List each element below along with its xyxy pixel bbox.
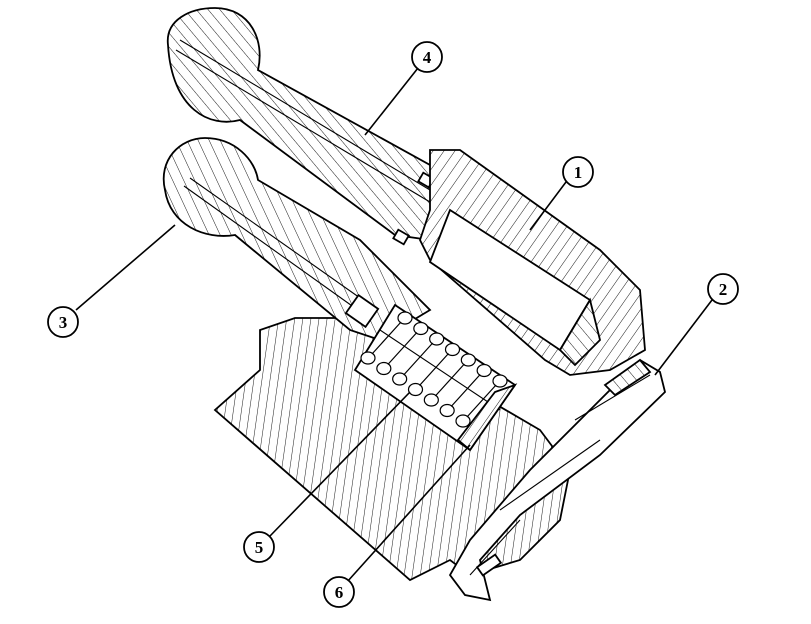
spring-coil xyxy=(423,393,439,407)
callout-5: 5 xyxy=(243,531,275,563)
spring-wire xyxy=(450,374,481,407)
spring-coil xyxy=(439,403,455,418)
leader-2 xyxy=(654,299,713,376)
spring-coil xyxy=(460,353,476,367)
leader-3 xyxy=(75,224,176,311)
svg-text:1: 1 xyxy=(574,163,583,182)
spring-coil xyxy=(413,321,429,336)
retainer-part-6 xyxy=(456,383,518,452)
spring-wire xyxy=(371,321,402,355)
spring-wire xyxy=(434,363,465,397)
callout-3: 3 xyxy=(47,306,79,338)
spring-coil xyxy=(360,351,376,365)
cover-plate-part-2 xyxy=(448,358,666,602)
spring-assembly xyxy=(353,303,518,452)
spring-coil xyxy=(429,332,445,346)
coil-spring-part-5 xyxy=(360,311,508,428)
spring-coil xyxy=(492,374,508,388)
callout-2: 2 xyxy=(707,273,739,305)
svg-text:2: 2 xyxy=(719,280,728,299)
spring-coil xyxy=(476,363,492,378)
leader-4 xyxy=(364,67,419,136)
spring-wire xyxy=(387,332,418,365)
callout-4: 4 xyxy=(411,41,443,73)
callout-1: 1 xyxy=(562,156,594,188)
lever-part-3 xyxy=(162,137,432,341)
spring-wire xyxy=(403,342,434,376)
spring-wire xyxy=(419,353,449,386)
leader-1 xyxy=(529,181,567,231)
callout-6: 6 xyxy=(323,576,355,608)
svg-text:4: 4 xyxy=(423,48,432,67)
spring-coil xyxy=(455,414,471,428)
leader-5 xyxy=(269,391,411,537)
svg-text:6: 6 xyxy=(335,583,344,602)
spring-coil xyxy=(407,382,424,397)
housing-part-1 xyxy=(419,149,646,376)
spring-coil xyxy=(392,372,408,386)
spring-wire xyxy=(466,384,497,418)
spring-coil xyxy=(376,361,392,376)
svg-text:5: 5 xyxy=(255,538,264,557)
plunger-tip xyxy=(344,293,380,329)
spring-coil xyxy=(397,311,413,325)
spring-coil xyxy=(444,342,461,357)
leader-6 xyxy=(346,444,471,583)
leader-lines xyxy=(75,67,713,583)
svg-text:3: 3 xyxy=(59,313,68,332)
